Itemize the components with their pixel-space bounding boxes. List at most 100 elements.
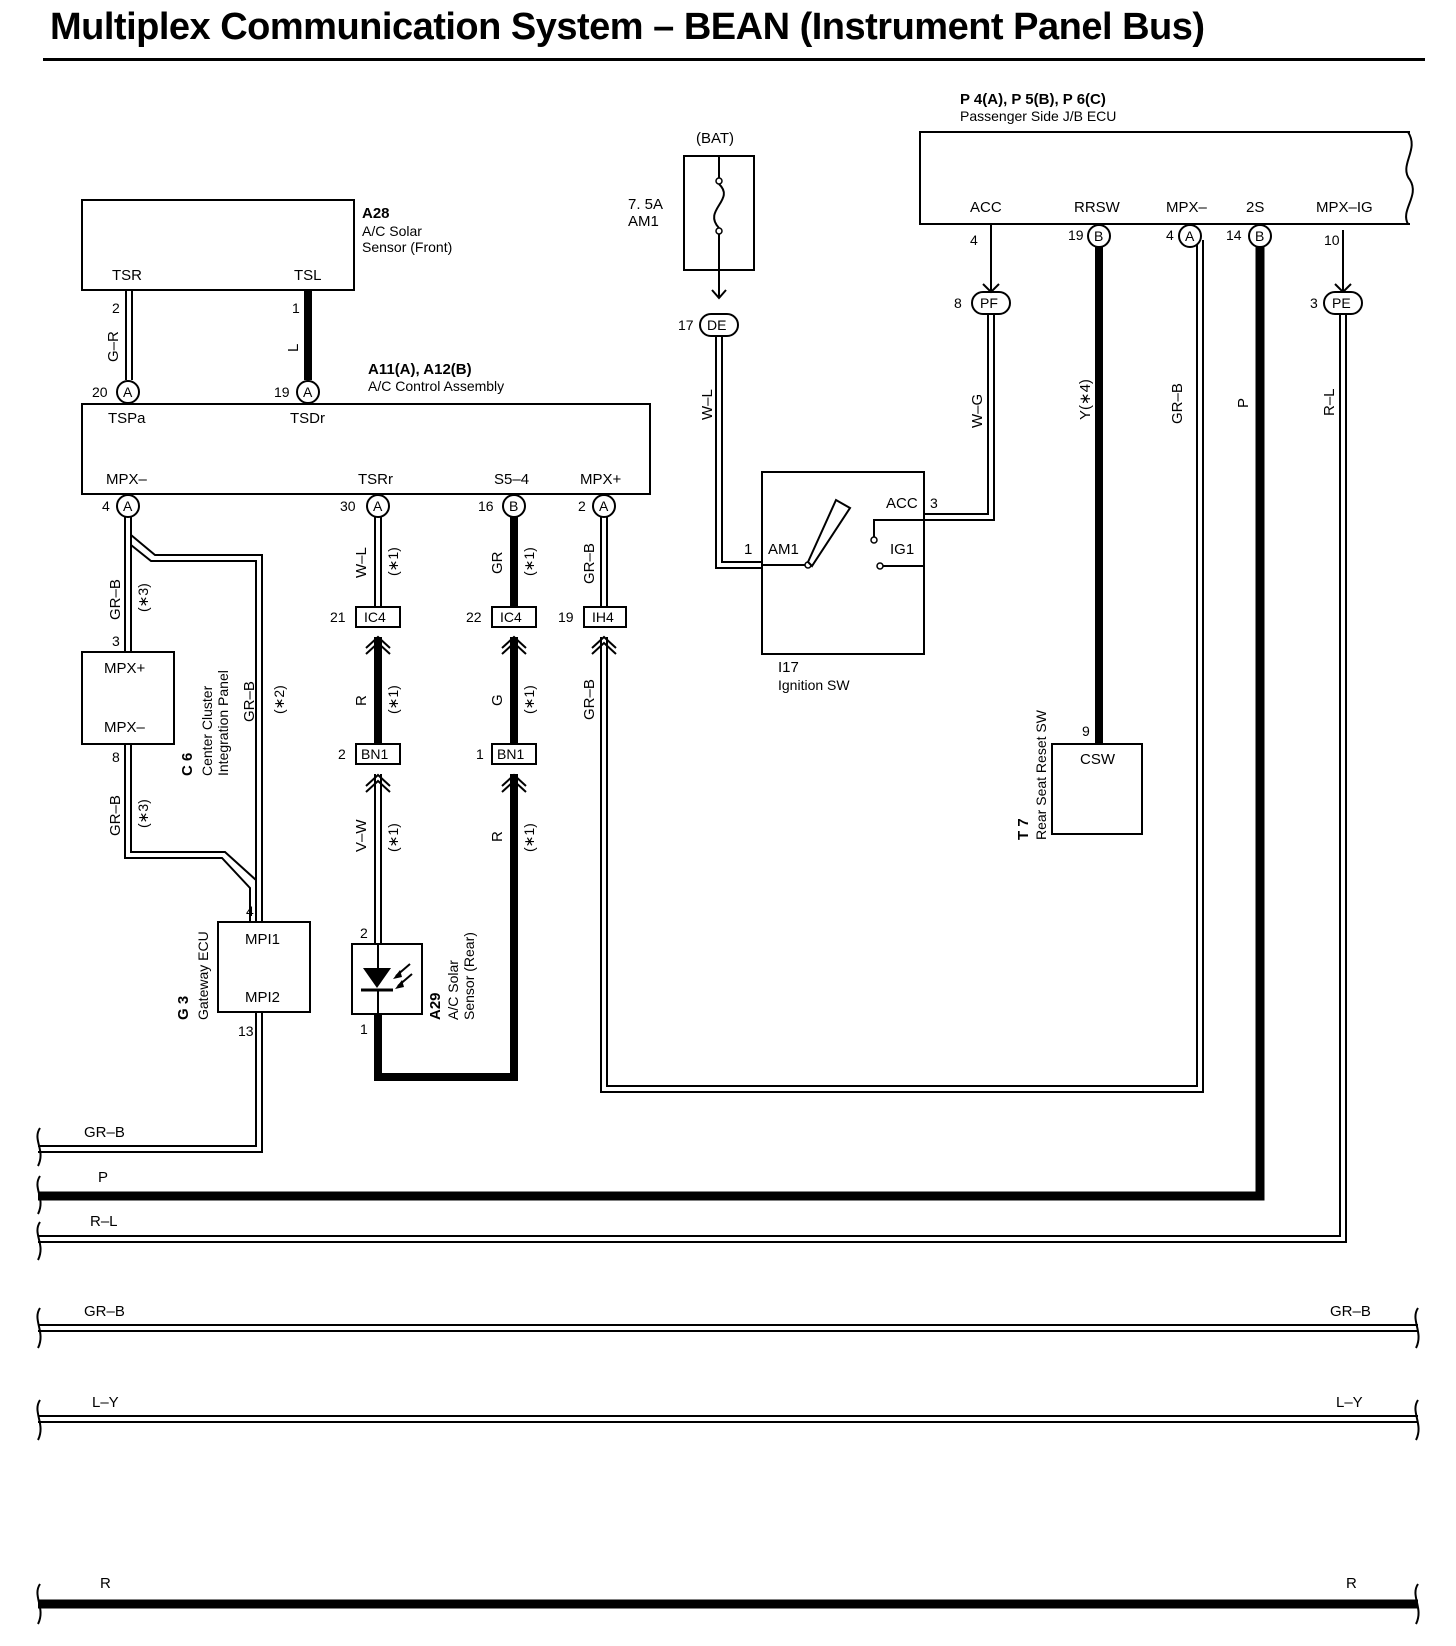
p4-num-rrsw: 19	[1068, 227, 1084, 243]
a11-num-mpxm: 4	[102, 498, 110, 514]
note-1-v-w: (∗1)	[385, 823, 401, 852]
c6-num-bot: 8	[112, 749, 120, 765]
title-underline	[43, 58, 1425, 61]
p4-conn-rrsw: B	[1094, 228, 1103, 244]
wire-y4: Y(∗4)	[1077, 247, 1103, 744]
label-g: G	[489, 694, 506, 706]
a29-name-2: Sensor (Rear)	[461, 932, 477, 1020]
label-w-l-ign: W–L	[699, 389, 716, 420]
label-grb-c6-top: GR–B	[107, 579, 124, 620]
a11-num-tsdr: 19	[274, 384, 290, 400]
p4-pin-mpxig: MPX–IG	[1316, 199, 1373, 216]
label-v-w: V–W	[353, 819, 370, 852]
p4-pin-mpxm: MPX–	[1166, 199, 1208, 216]
bus-ly-left: L–Y	[92, 1394, 119, 1411]
i17-component: 1 AM1 ACC IG1 3 I17 Ignition SW	[744, 471, 938, 693]
note-3-bot: (∗3)	[135, 799, 151, 828]
ic4-21-name: IC4	[364, 609, 386, 625]
label-y4: Y(∗4)	[1077, 379, 1094, 420]
bus-lines: GR–B P R–L GR–B GR–B L–Y L–Y R R	[36, 1124, 1420, 1625]
label-r-l: R–L	[1321, 388, 1338, 416]
fuse-rating: 7. 5A	[628, 196, 663, 213]
a28-id: A28	[362, 205, 390, 222]
a28-tsl-num: 1	[292, 300, 300, 316]
wire-r-tsrr: R (∗1)	[353, 635, 401, 745]
g3-num-bot: 13	[238, 1023, 254, 1039]
a11-name: A/C Control Assembly	[368, 378, 504, 394]
wire-mpx-minus-left: GR–B (∗3) GR–B (∗2)	[107, 517, 287, 922]
note-1-tsrr: (∗1)	[385, 547, 401, 576]
a11-id: A11(A), A12(B)	[368, 361, 472, 378]
bus-grb-1: GR–B	[84, 1124, 125, 1141]
c6-num-top: 3	[112, 633, 120, 649]
label-grb-c6-bot: GR–B	[107, 795, 124, 836]
wire-gr-r: G–R	[105, 290, 133, 380]
ih4-pin: 19	[558, 609, 574, 625]
bn1-2-name: BN1	[361, 746, 388, 762]
p4-conn-mpxm: A	[1185, 228, 1195, 244]
i17-id: I17	[778, 659, 799, 676]
pf-pin: 8	[954, 295, 962, 311]
c6-name-2: Integration Panel	[215, 670, 231, 776]
wire-w-g: W–G	[924, 314, 995, 521]
ih4-name: IH4	[592, 609, 614, 625]
bus-rl: R–L	[90, 1213, 118, 1230]
a11-conn-tsdr: A	[303, 384, 313, 400]
pe-pin: 3	[1310, 295, 1318, 311]
fuse-am1: (BAT) 7. 5A AM1	[628, 130, 755, 300]
a11-pin-tspa: TSPa	[108, 410, 146, 427]
i17-num-am1: 1	[744, 541, 752, 558]
bus-ly-right: L–Y	[1336, 1394, 1363, 1411]
t7-component: CSW 9 T 7 Rear Seat Reset SW	[1015, 709, 1143, 840]
a11-num-mpxp: 2	[578, 498, 586, 514]
p4-num-2s: 14	[1226, 227, 1242, 243]
t7-pin: CSW	[1080, 751, 1116, 768]
t7-num: 9	[1082, 723, 1090, 739]
i17-pin-am1: AM1	[768, 541, 799, 558]
junction-bn1-2: BN1 2	[338, 743, 401, 765]
de-name: DE	[707, 317, 726, 333]
p4-pin-acc: ACC	[970, 199, 1002, 216]
wire-tsrr: W–L (∗1)	[353, 517, 401, 606]
a11-conn-tspa: A	[123, 384, 133, 400]
note-2: (∗2)	[271, 685, 287, 714]
fuse-name: AM1	[628, 213, 659, 230]
g3-num-top: 4	[246, 903, 254, 919]
bus-r-left: R	[100, 1575, 111, 1592]
g3-pin-2: MPI2	[245, 989, 280, 1006]
a11-num-tsrr: 30	[340, 498, 356, 514]
pe-name: PE	[1332, 295, 1351, 311]
wire-mpx-plus: GR–B IH4 19 GR–B	[558, 240, 1204, 1093]
g3-pin-1: MPI1	[245, 931, 280, 948]
junction-de: DE 17	[678, 313, 739, 337]
a11-num-tspa: 20	[92, 384, 108, 400]
c6-component: MPX+ MPX– 3 8 C 6 Center Cluster Integra…	[81, 633, 231, 776]
fuse-source: (BAT)	[696, 130, 734, 147]
c6-name-1: Center Cluster	[199, 685, 215, 776]
wire-w-l-ign: W–L	[699, 336, 762, 569]
note-1-r-s54-low: (∗1)	[521, 823, 537, 852]
a28-pin-tsl: TSL	[294, 267, 322, 284]
bus-grb-2-left: GR–B	[84, 1303, 125, 1320]
label-r-s54-low: R	[489, 831, 506, 842]
a11-conn-mpxp: A	[599, 498, 609, 514]
label-grb-branch: GR–B	[241, 681, 258, 722]
a11-conn-tsrr: A	[373, 498, 383, 514]
g3-name: Gateway ECU	[195, 931, 211, 1020]
a11-conn-s54: B	[509, 498, 518, 514]
a28-name-2: Sensor (Front)	[362, 239, 452, 255]
page-title: Multiplex Communication System – BEAN (I…	[50, 6, 1205, 48]
a29-num-top: 2	[360, 925, 368, 941]
a11-pin-s54: S5–4	[494, 471, 529, 488]
t7-id: T 7	[1015, 818, 1032, 840]
junction-ic4-21: IC4 21	[330, 606, 401, 628]
de-pin: 17	[678, 317, 694, 333]
a29-id: A29	[427, 992, 444, 1020]
a28-pin-tsr: TSR	[112, 267, 142, 284]
wire-g: G (∗1)	[489, 635, 537, 744]
c6-id: C 6	[179, 753, 196, 776]
c6-pin-mpxm: MPX–	[104, 719, 146, 736]
i17-pin-ig1: IG1	[890, 541, 914, 558]
i17-name: Ignition SW	[778, 677, 850, 693]
label-p: P	[1235, 398, 1252, 408]
